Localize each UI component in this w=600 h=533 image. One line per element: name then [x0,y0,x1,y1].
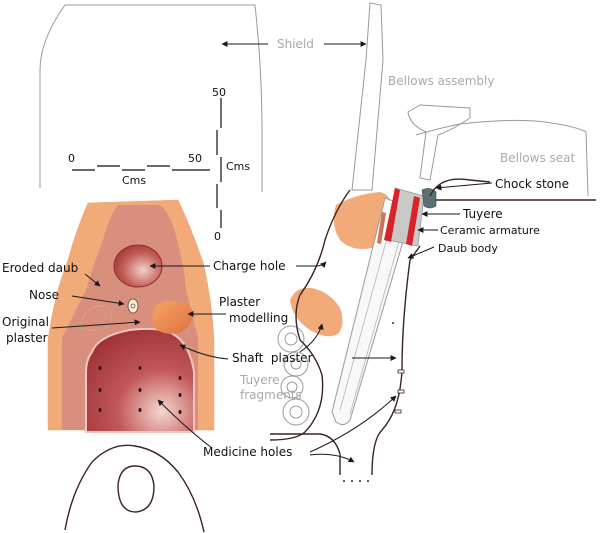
medicine-holes-arrow-left [157,399,213,449]
label-daub-body: Daub body [438,242,498,255]
cross-section-base [270,433,341,475]
cross-section-wall-outline [269,189,351,441]
label-shaft-plaster: Shaft plaster [232,351,313,365]
medicine-hole [394,409,402,414]
tuyere-fragment [280,375,304,399]
nose-arrow [71,295,125,307]
nose-hole [130,303,136,309]
bellows-assembly-outline [407,104,471,181]
label-charge-hole: Charge hole [213,259,286,273]
chock-stone [421,188,437,209]
scale-h-start: 0 [68,152,75,165]
eroded-daub-arrow [84,273,101,287]
medicine-hole [397,389,405,394]
medicine-holes-arrow-b [309,453,355,463]
scale-h-end: 50 [188,152,202,165]
section-dot [392,322,394,324]
medicine-hole [98,388,102,392]
label-bellows-seat: Bellows seat [500,151,575,165]
scale-h-unit: Cms [122,174,146,187]
medicine-holes-arrow-a [309,395,397,453]
label-tuyere-fragments-1: Tuyere [239,373,280,387]
bellows-post [351,2,384,191]
base-opening [117,465,155,513]
tuyere-fragment [283,351,309,377]
label-original-plaster-1: Original [2,315,49,329]
daub-body-arrow [407,246,435,259]
base-outline [64,444,205,533]
shaft-plaster-arrow-mid [299,323,324,353]
ceramic-armature [384,188,400,242]
medicine-hole [178,393,182,397]
horizontal-scale [72,165,210,171]
eroded-daub-patch [79,305,113,331]
medicine-hole [178,376,182,380]
tuyere-pipe [331,197,414,426]
label-tuyere: Tuyere [462,207,503,221]
medicine-hole [98,408,102,412]
label-bellows-assembly: Bellows assembly [388,74,495,88]
label-nose: Nose [29,288,59,302]
label-eroded-daub: Eroded daub [2,261,78,275]
vertical-scale [216,98,222,228]
label-chock-stone: Chock stone [495,177,569,191]
label-original-plaster-2: plaster [6,331,48,345]
chock-line [429,178,491,197]
shaft-interior [85,327,195,433]
scale-v-unit: Cms [226,160,250,173]
tuyere-fragment [277,325,305,353]
medicine-hole [98,366,102,370]
medicine-holes-section [394,369,405,414]
medicine-holes-front [98,366,182,414]
daub-body-fill [377,212,386,244]
medicine-hole [178,410,182,414]
tuyere-fragment [282,398,310,426]
medicine-hole [138,408,142,412]
dotted-floor [343,480,369,482]
shaft-plaster-lower [290,287,343,337]
original-plaster-arrow [51,319,141,329]
label-medicine-holes: Medicine holes [203,445,292,459]
scale-v-start: 0 [214,230,221,243]
shaft-plaster-arrow-left [179,344,229,360]
shield-outline [39,4,263,192]
bellows-seat-outline [415,119,589,197]
label-tuyere-fragments-2: fragments [240,388,302,402]
ceramic-armature [406,196,420,246]
tuyere-fragments-drawing [277,325,310,426]
medicine-hole [138,366,142,370]
label-plaster-modelling-1: Plaster [219,295,260,309]
plaster-modelling [152,300,193,334]
label-plaster-modelling-2: modelling [229,311,288,325]
label-ceramic-armature: Ceramic armature [440,224,540,237]
scale-v-end: 50 [212,86,226,99]
medicine-hole [138,388,142,392]
chock-stone-arrow [435,182,493,191]
medicine-hole [397,369,405,374]
label-shield: Shield [277,37,314,51]
charge-hole-arrow-right [296,261,327,268]
nose [127,298,139,314]
